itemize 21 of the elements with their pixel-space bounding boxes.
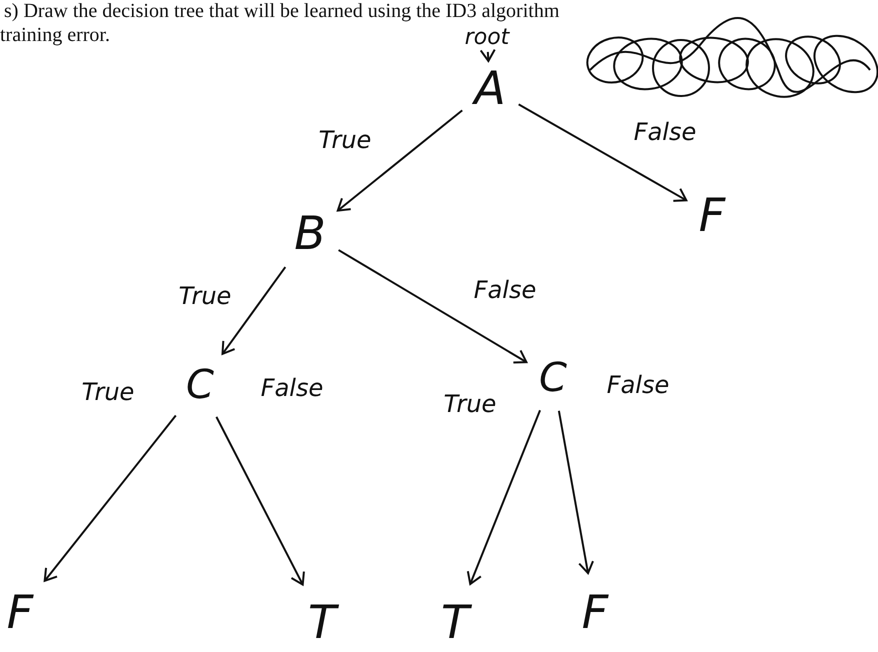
arrow — [558, 410, 594, 574]
arrow — [336, 110, 463, 212]
tree-node-label: A — [474, 65, 506, 111]
root-label: root — [464, 27, 510, 49]
arrow — [222, 266, 286, 355]
arrow — [44, 414, 177, 582]
tree-node-label: F — [582, 589, 608, 635]
question-text: s) Draw the decision tree that will be learned using the ID3 algorithm — [4, 0, 560, 23]
tree-node-label: F — [6, 589, 34, 635]
tree-node-label: T — [440, 599, 470, 645]
question-text: training error. — [0, 24, 110, 47]
arrow — [518, 104, 688, 202]
tree-node-label: C — [539, 358, 567, 398]
arrow — [466, 410, 541, 585]
tree-node-label: C — [186, 365, 214, 405]
arrow — [338, 249, 528, 364]
arrow — [216, 416, 305, 586]
tree-node-label: T — [308, 599, 336, 645]
tree-node-label: F — [698, 192, 726, 238]
arrow — [480, 48, 496, 62]
tree-node-label: B — [294, 210, 326, 256]
